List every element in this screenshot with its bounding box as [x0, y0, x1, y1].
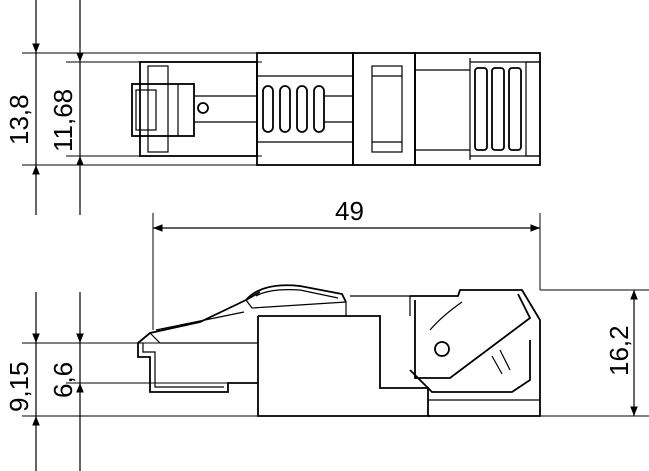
dim-label-49: 49: [335, 196, 364, 226]
dim-top-inner: 11,68: [48, 0, 84, 215]
dim-side-right: 16,2: [604, 290, 638, 416]
dim-label-13-8: 13,8: [4, 94, 34, 145]
dim-label-11-68: 11,68: [48, 89, 78, 152]
dim-label-16-2: 16,2: [604, 325, 634, 376]
dim-length: 49: [152, 196, 541, 330]
dim-label-6-6: 6,6: [48, 362, 78, 398]
dim-side-outer: 9,15: [4, 292, 40, 471]
connector-side-outline: [137, 284, 541, 417]
dim-top-outer: 13,8: [4, 0, 40, 215]
top-view: 13,8 11,68: [4, 0, 541, 215]
dim-label-9-15: 9,15: [4, 361, 34, 412]
side-view: 9,15 6,6 16,2: [4, 284, 649, 471]
dim-side-inner: 6,6: [48, 292, 84, 471]
connector-top-outline: [131, 52, 541, 166]
